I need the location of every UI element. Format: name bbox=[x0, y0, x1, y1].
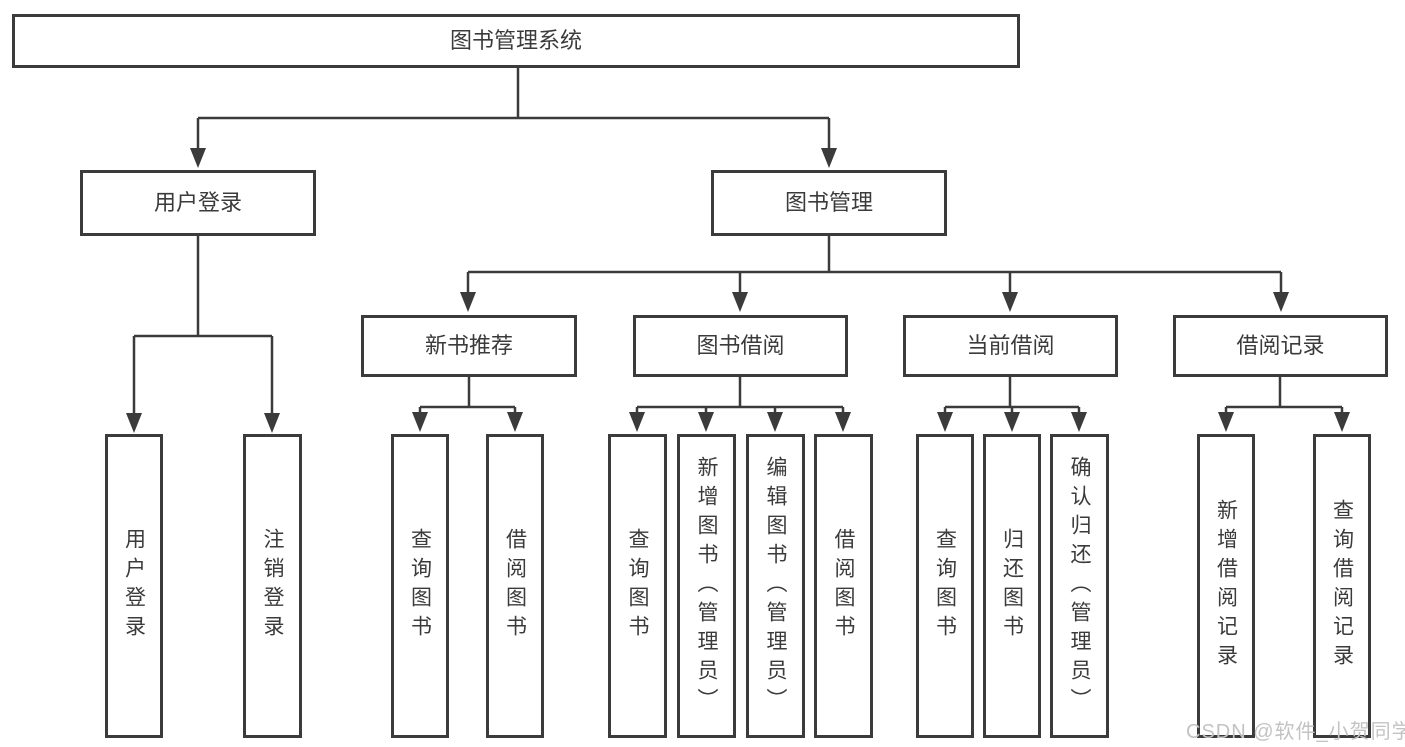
node-library-system: 图书管理系统 bbox=[12, 14, 1020, 68]
leaf-query-book: 查询图书 bbox=[608, 434, 667, 738]
node-current-borrow: 当前借阅 bbox=[903, 315, 1118, 377]
leaf-edit-book-admin: 编辑图书（管理员） bbox=[746, 434, 805, 738]
node-borrow-records: 借阅记录 bbox=[1173, 315, 1388, 377]
leaf-borrow-book: 借阅图书 bbox=[814, 434, 873, 738]
node-new-book-recommend: 新书推荐 bbox=[361, 315, 577, 377]
leaf-query-book: 查询图书 bbox=[391, 434, 449, 738]
csdn-watermark: CSDN @软件_小贺同学 bbox=[1186, 721, 1405, 743]
node-book-management: 图书管理 bbox=[711, 170, 947, 236]
leaf-add-book-admin: 新增图书（管理员） bbox=[677, 434, 736, 738]
leaf-query-borrow-record: 查询借阅记录 bbox=[1313, 434, 1371, 738]
leaf-user-login: 用户登录 bbox=[105, 434, 163, 738]
leaf-confirm-return-admin: 确认归还（管理员） bbox=[1050, 434, 1109, 738]
connector-paths bbox=[132, 68, 1344, 416]
node-user-login: 用户登录 bbox=[80, 170, 316, 236]
arrowheads bbox=[126, 148, 1350, 433]
leaf-logout: 注销登录 bbox=[243, 434, 302, 738]
leaf-query-book: 查询图书 bbox=[916, 434, 974, 738]
leaf-return-book: 归还图书 bbox=[983, 434, 1041, 738]
leaf-borrow-book: 借阅图书 bbox=[486, 434, 544, 738]
node-book-borrow: 图书借阅 bbox=[633, 315, 848, 377]
leaf-add-borrow-record: 新增借阅记录 bbox=[1197, 434, 1255, 738]
